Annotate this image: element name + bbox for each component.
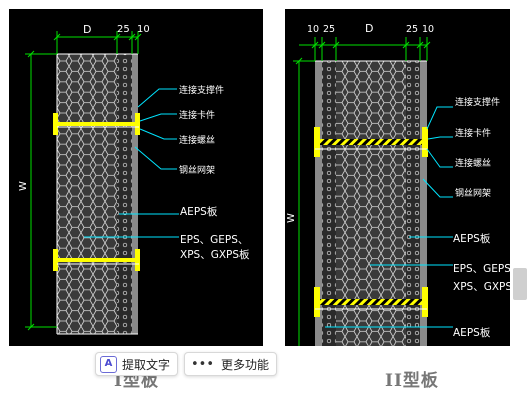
label-eps-2: XPS、GXPS板 — [180, 248, 250, 261]
section-drawing-type-2: 10 25 D 25 10 W 连接支撑件 连接卡件 连接螺丝 钢丝网架 AEP… — [286, 22, 510, 346]
callout-mesh: 钢丝网架 — [455, 187, 491, 199]
label-aeps: AEPS板 — [180, 205, 218, 218]
dimension-left — [25, 50, 57, 331]
caption-type-2: II型板 — [385, 371, 439, 391]
aeps-layer-dots — [117, 54, 132, 334]
diagram-panel-type-2: 10 25 D 25 10 W 连接支撑件 连接卡件 连接螺丝 钢丝网架 AEP… — [285, 9, 510, 346]
outer-skin-right — [420, 61, 427, 346]
label-aeps-top: AEPS板 — [453, 232, 491, 245]
more-functions-button[interactable]: ••• 更多功能 — [184, 352, 278, 376]
callout-screw: 连接螺丝 — [179, 134, 215, 146]
dimension-top — [53, 31, 142, 54]
aeps-layer-left-dots — [322, 61, 336, 346]
callout-support: 连接支撑件 — [455, 96, 500, 108]
dimension-left — [293, 57, 315, 346]
callout-clip: 连接卡件 — [179, 109, 215, 121]
outer-skin-left — [315, 61, 322, 346]
more-functions-label: 更多功能 — [221, 357, 270, 372]
image-toolbar: A 提取文字 ••• 更多功能 — [95, 352, 278, 376]
callout-support: 连接支撑件 — [179, 84, 224, 96]
callout-mesh: 钢丝网架 — [179, 164, 215, 176]
caption-type-1: I型板 — [114, 371, 159, 391]
outer-skin — [132, 54, 138, 334]
dim-10-left: 10 — [307, 24, 319, 35]
text-recognition-icon: A — [100, 355, 117, 373]
aeps-layer-right-dots — [406, 61, 420, 346]
leader-lines — [325, 106, 453, 328]
callout-clip: 连接卡件 — [455, 127, 491, 139]
dim-10: 10 — [137, 24, 150, 35]
dim-w: W — [286, 213, 297, 223]
side-handle[interactable] — [513, 268, 527, 300]
callout-screw: 连接螺丝 — [455, 157, 491, 169]
extract-text-button[interactable]: A 提取文字 — [95, 352, 179, 376]
dim-d: D — [83, 23, 91, 36]
connector-lower — [53, 249, 140, 271]
connector-upper — [314, 127, 428, 157]
connector-upper — [53, 113, 140, 135]
label-eps-1: EPS、GEPS、 — [180, 234, 248, 246]
eps-core-hex — [336, 61, 406, 346]
dim-w: W — [18, 181, 29, 191]
label-aeps-bottom: AEPS板 — [453, 326, 491, 339]
label-eps-1: EPS、GEPS、 — [453, 263, 510, 275]
diagram-panel-type-1: D 25 10 W 连接支撑件 连接卡件 连接螺丝 钢丝网架 AEPS板 EPS… — [9, 9, 263, 346]
extract-text-label: 提取文字 — [122, 357, 171, 372]
dim-25-left: 25 — [323, 24, 335, 35]
eps-core-hex — [57, 54, 117, 334]
dim-25: 25 — [117, 24, 130, 35]
dim-d: D — [365, 22, 373, 35]
leader-lines — [84, 88, 179, 238]
more-dots-icon: ••• — [191, 356, 215, 372]
connector-lower — [314, 287, 428, 317]
dim-10-right: 10 — [422, 24, 434, 35]
dim-25-right: 25 — [406, 24, 418, 35]
dimension-top — [299, 37, 431, 61]
label-eps-2: XPS、GXPS板 — [453, 280, 510, 293]
section-drawing-type-1: D 25 10 W 连接支撑件 连接卡件 连接螺丝 钢丝网架 AEPS板 EPS… — [18, 23, 250, 335]
